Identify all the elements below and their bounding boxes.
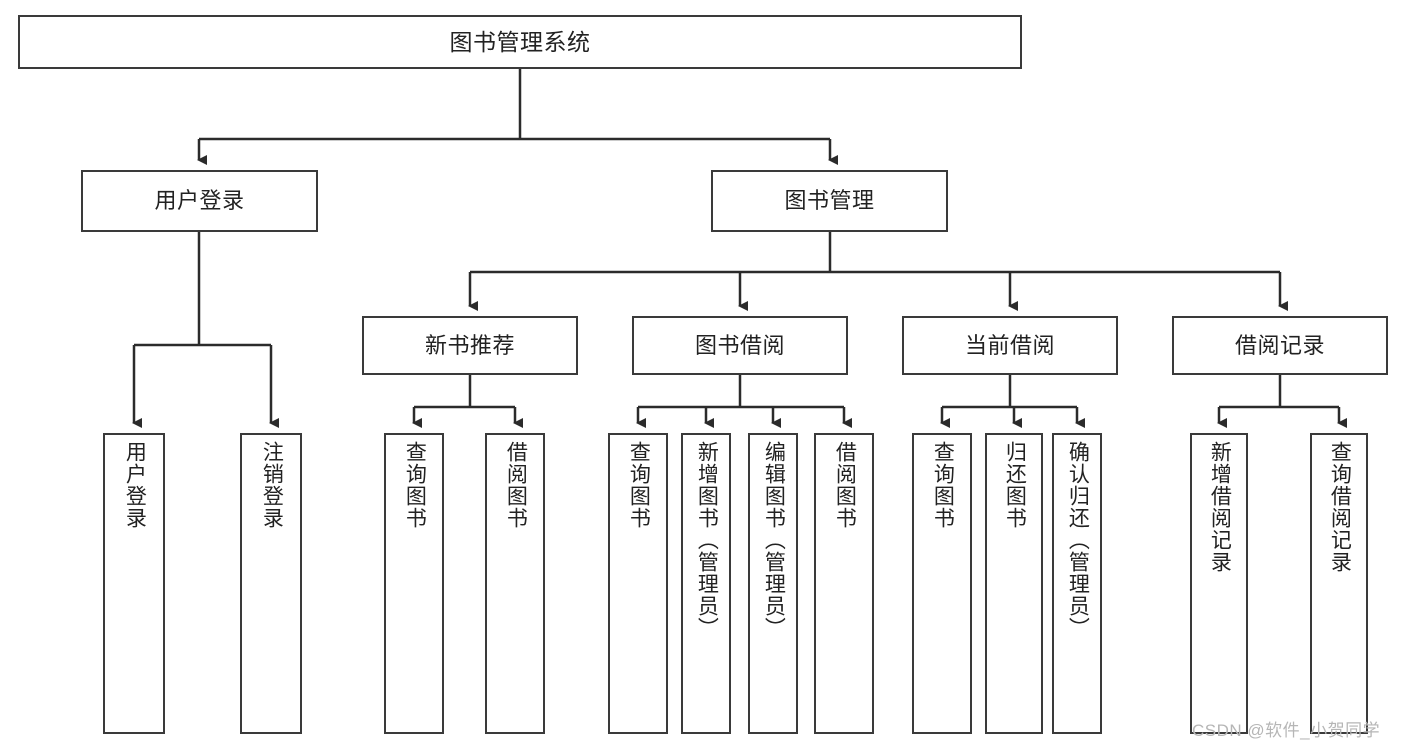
node-current-borrow[interactable]: 当前借阅	[902, 316, 1118, 375]
node-root-label: 图书管理系统	[449, 28, 591, 55]
node-leaf-confirm-return-admin-label: 确认归还（管理员）	[1066, 441, 1090, 639]
node-leaf-logout-label: 注销登录	[260, 441, 284, 529]
edge-group-book-borrow	[636, 375, 852, 428]
node-current-borrow-label: 当前借阅	[964, 332, 1055, 358]
node-leaf-add-book-admin[interactable]: 新增图书（管理员）	[681, 433, 731, 734]
node-leaf-return-book[interactable]: 归还图书	[985, 433, 1043, 734]
node-leaf-borrow-book-label: 借阅图书	[833, 441, 857, 529]
node-leaf-add-borrow-record-label: 新增借阅记录	[1208, 441, 1232, 573]
node-user-login[interactable]: 用户登录	[81, 170, 318, 232]
node-leaf-user-login[interactable]: 用户登录	[103, 433, 165, 734]
edge-group-user-login	[132, 232, 279, 428]
edge-group-new-book-recommend	[412, 375, 523, 428]
edge-group-current-borrow	[940, 375, 1085, 428]
node-leaf-logout[interactable]: 注销登录	[240, 433, 302, 734]
node-leaf-query-book-cur-label: 查询图书	[931, 441, 955, 529]
node-leaf-query-book-rec[interactable]: 查询图书	[384, 433, 444, 734]
node-leaf-query-book-cur[interactable]: 查询图书	[912, 433, 972, 734]
watermark-text: CSDN @软件_小贺同学	[1192, 721, 1381, 740]
node-user-login-label: 用户登录	[154, 188, 245, 214]
node-leaf-query-book-borrow-label: 查询图书	[627, 441, 651, 529]
node-leaf-user-login-label: 用户登录	[123, 441, 147, 529]
node-leaf-return-book-label: 归还图书	[1003, 441, 1027, 529]
node-new-book-recommend-label: 新书推荐	[424, 332, 515, 358]
node-leaf-add-book-admin-label: 新增图书（管理员）	[695, 441, 719, 639]
node-leaf-query-borrow-record[interactable]: 查询借阅记录	[1310, 433, 1368, 734]
node-leaf-query-book-borrow[interactable]: 查询图书	[608, 433, 668, 734]
edge-group-root	[197, 69, 838, 165]
node-leaf-query-book-rec-label: 查询图书	[403, 441, 427, 529]
node-leaf-confirm-return-admin[interactable]: 确认归还（管理员）	[1052, 433, 1102, 734]
node-borrow-record[interactable]: 借阅记录	[1172, 316, 1388, 375]
node-leaf-edit-book-admin-label: 编辑图书（管理员）	[762, 441, 786, 639]
node-book-borrow[interactable]: 图书借阅	[632, 316, 848, 375]
node-leaf-add-borrow-record[interactable]: 新增借阅记录	[1190, 433, 1248, 734]
node-leaf-edit-book-admin[interactable]: 编辑图书（管理员）	[748, 433, 798, 734]
node-leaf-query-borrow-record-label: 查询借阅记录	[1328, 441, 1352, 573]
node-book-manage[interactable]: 图书管理	[711, 170, 948, 232]
node-new-book-recommend[interactable]: 新书推荐	[362, 316, 578, 375]
edge-group-book-manage	[468, 232, 1288, 311]
node-leaf-borrow-book-rec-label: 借阅图书	[504, 441, 528, 529]
edge-group-borrow-record	[1217, 375, 1347, 428]
node-borrow-record-label: 借阅记录	[1234, 332, 1325, 358]
node-root[interactable]: 图书管理系统	[18, 15, 1022, 69]
node-book-manage-label: 图书管理	[784, 188, 875, 214]
node-leaf-borrow-book[interactable]: 借阅图书	[814, 433, 874, 734]
node-book-borrow-label: 图书借阅	[694, 332, 785, 358]
node-leaf-borrow-book-rec[interactable]: 借阅图书	[485, 433, 545, 734]
